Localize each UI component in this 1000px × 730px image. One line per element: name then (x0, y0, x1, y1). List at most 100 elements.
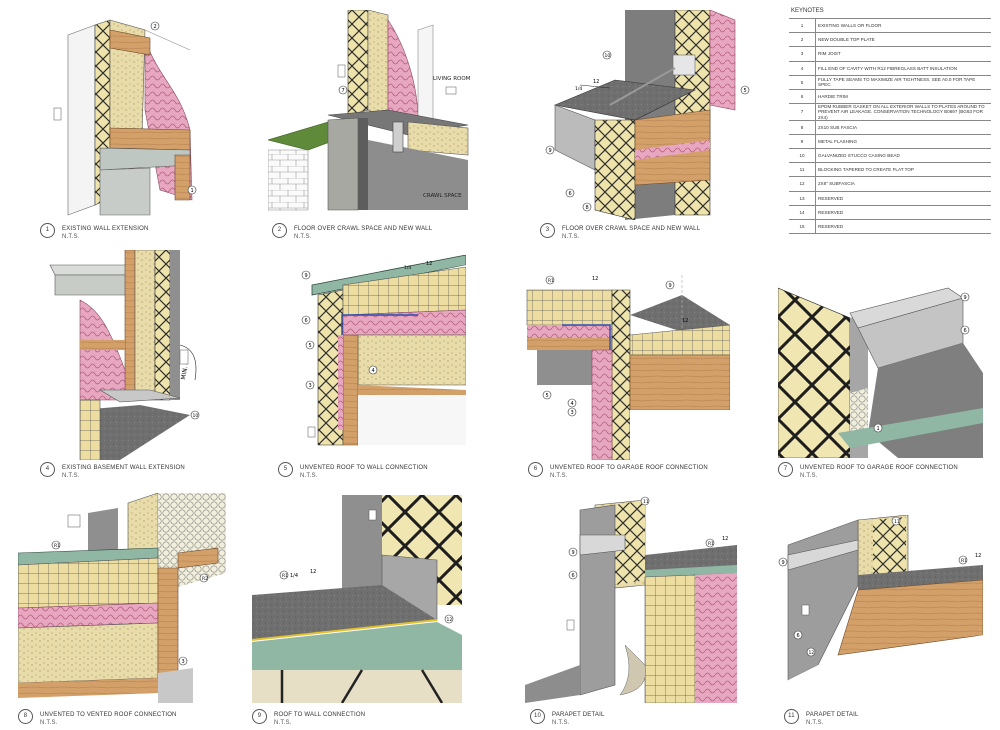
keynote-text: HARDIE TRIM (815, 88, 991, 104)
detail-title: FLOOR OVER CRAWL SPACE AND NEW WALL (294, 226, 433, 232)
detail-8-drawing: R1 R2 3 (18, 493, 226, 703)
detail-3-drawing: 10 9 6 8 5 12 1/4 (535, 10, 755, 220)
keynote-text: RESERVED (815, 190, 991, 206)
svg-text:4: 4 (571, 401, 574, 407)
detail-number: 11 (784, 709, 799, 724)
keynote-text: GALVANIZED STUCCO CASING BEAD (815, 148, 991, 163)
detail-title: FLOOR OVER CRAWL SPACE AND NEW WALL (562, 226, 701, 232)
keynote-number: 8 (789, 119, 816, 135)
slope-run-label: 12 (975, 553, 981, 559)
svg-text:9: 9 (305, 273, 308, 279)
keynote-number: 15 (789, 219, 816, 235)
crawl-space-label: CRAWL SPACE (423, 193, 462, 199)
detail-7-drawing: 9 6 1 (778, 283, 983, 458)
min-height-label: MIN. 8" (180, 357, 191, 380)
svg-text:R1: R1 (548, 278, 554, 284)
detail-title: ROOF TO WALL CONNECTION (274, 712, 366, 718)
svg-text:5: 5 (744, 88, 747, 94)
detail-scale: N.T.S. (62, 473, 80, 479)
keynote-number: 12 (789, 176, 816, 192)
svg-text:6: 6 (305, 318, 308, 324)
slope-rise-label: 1/4 (404, 265, 411, 271)
detail-scale: N.T.S. (550, 473, 568, 479)
svg-text:5: 5 (546, 393, 549, 399)
detail-2-drawing: LIVING ROOM CRAWL SPACE 7 (268, 10, 478, 220)
detail-title: UNVENTED ROOF TO GARAGE ROOF CONNECTION (800, 465, 958, 471)
detail-scale: N.T.S. (562, 234, 580, 240)
keynote-number: 5 (789, 74, 816, 90)
svg-text:R1: R1 (961, 558, 967, 564)
svg-text:6: 6 (797, 633, 800, 639)
detail-5-drawing: 9 6 5 3 4 12 1/4 (298, 255, 466, 460)
slope-rise-label: 1/4 (575, 86, 582, 92)
slope-run-label: 12 (426, 261, 432, 267)
keynote-number: 9 (789, 133, 816, 149)
detail-title: UNVENTED TO VENTED ROOF CONNECTION (40, 712, 177, 718)
detail-scale: N.T.S. (62, 234, 80, 240)
detail-number: 3 (540, 223, 555, 238)
svg-text:6: 6 (569, 191, 572, 197)
keynote-number: 11 (789, 162, 816, 177)
detail-scale: N.T.S. (294, 234, 312, 240)
keynote-text: EPDM RUBBER GASKET ON ALL EXTERIOR WALLS… (815, 103, 991, 121)
detail-number: 10 (530, 709, 545, 724)
svg-text:7: 7 (342, 88, 345, 94)
svg-text:12: 12 (447, 617, 453, 623)
detail-title: UNVENTED ROOF TO GARAGE ROOF CONNECTION (550, 465, 708, 471)
slope-run-label: 12 (310, 569, 316, 575)
detail-1-drawing: 2 1 (40, 10, 240, 220)
detail-scale: N.T.S. (300, 473, 318, 479)
svg-text:3: 3 (182, 659, 185, 665)
detail-number: 7 (778, 462, 793, 477)
detail-title: EXISTING WALL EXTENSION (62, 226, 149, 232)
detail-11-drawing: 11 9 6 12 R1 12 (778, 515, 983, 703)
detail-6-drawing: R1 9 5 4 3 12 12 (522, 260, 730, 460)
keynote-text: 2X10 SUB FASCIA (815, 119, 991, 135)
svg-text:8: 8 (586, 205, 589, 211)
svg-text:11: 11 (894, 519, 900, 525)
svg-text:4: 4 (372, 368, 375, 374)
slope-run-label: 12 (592, 276, 598, 282)
detail-number: 2 (272, 223, 287, 238)
keynote-number: 4 (789, 60, 816, 76)
keynote-number: 7 (789, 103, 816, 121)
detail-scale: N.T.S. (274, 720, 292, 726)
keynote-text: BLOCKING TAPERED TO CREATE FLAT TOP (815, 162, 991, 177)
svg-text:9: 9 (549, 148, 552, 154)
detail-title: PARAPET DETAIL (552, 712, 605, 718)
slope-rise-label: 1/4 (290, 573, 298, 579)
keynote-number: 1 (789, 17, 816, 33)
svg-text:1: 1 (877, 426, 880, 432)
svg-text:3: 3 (571, 410, 574, 416)
slope-run-label: 12 (722, 536, 728, 542)
keynote-text: METAL FLASHING (815, 133, 991, 149)
svg-text:12: 12 (809, 650, 815, 656)
keynote-number: 14 (789, 204, 816, 220)
svg-text:10: 10 (193, 413, 199, 419)
living-room-label: LIVING ROOM (433, 76, 471, 82)
detail-number: 5 (278, 462, 293, 477)
svg-text:11: 11 (643, 499, 649, 505)
keynote-text: RESERVED (815, 219, 991, 235)
slope-run-label: 12 (593, 79, 599, 85)
detail-scale: N.T.S. (552, 720, 570, 726)
keynotes-title: KEYNOTES (791, 8, 824, 14)
slope-run-label: 12 (682, 318, 688, 324)
detail-title: PARAPET DETAIL (806, 712, 859, 718)
detail-10-drawing: 11 9 6 R1 12 (525, 495, 737, 703)
detail-title: EXISTING BASEMENT WALL EXTENSION (62, 465, 185, 471)
detail-number: 8 (18, 709, 33, 724)
svg-text:6: 6 (572, 573, 575, 579)
